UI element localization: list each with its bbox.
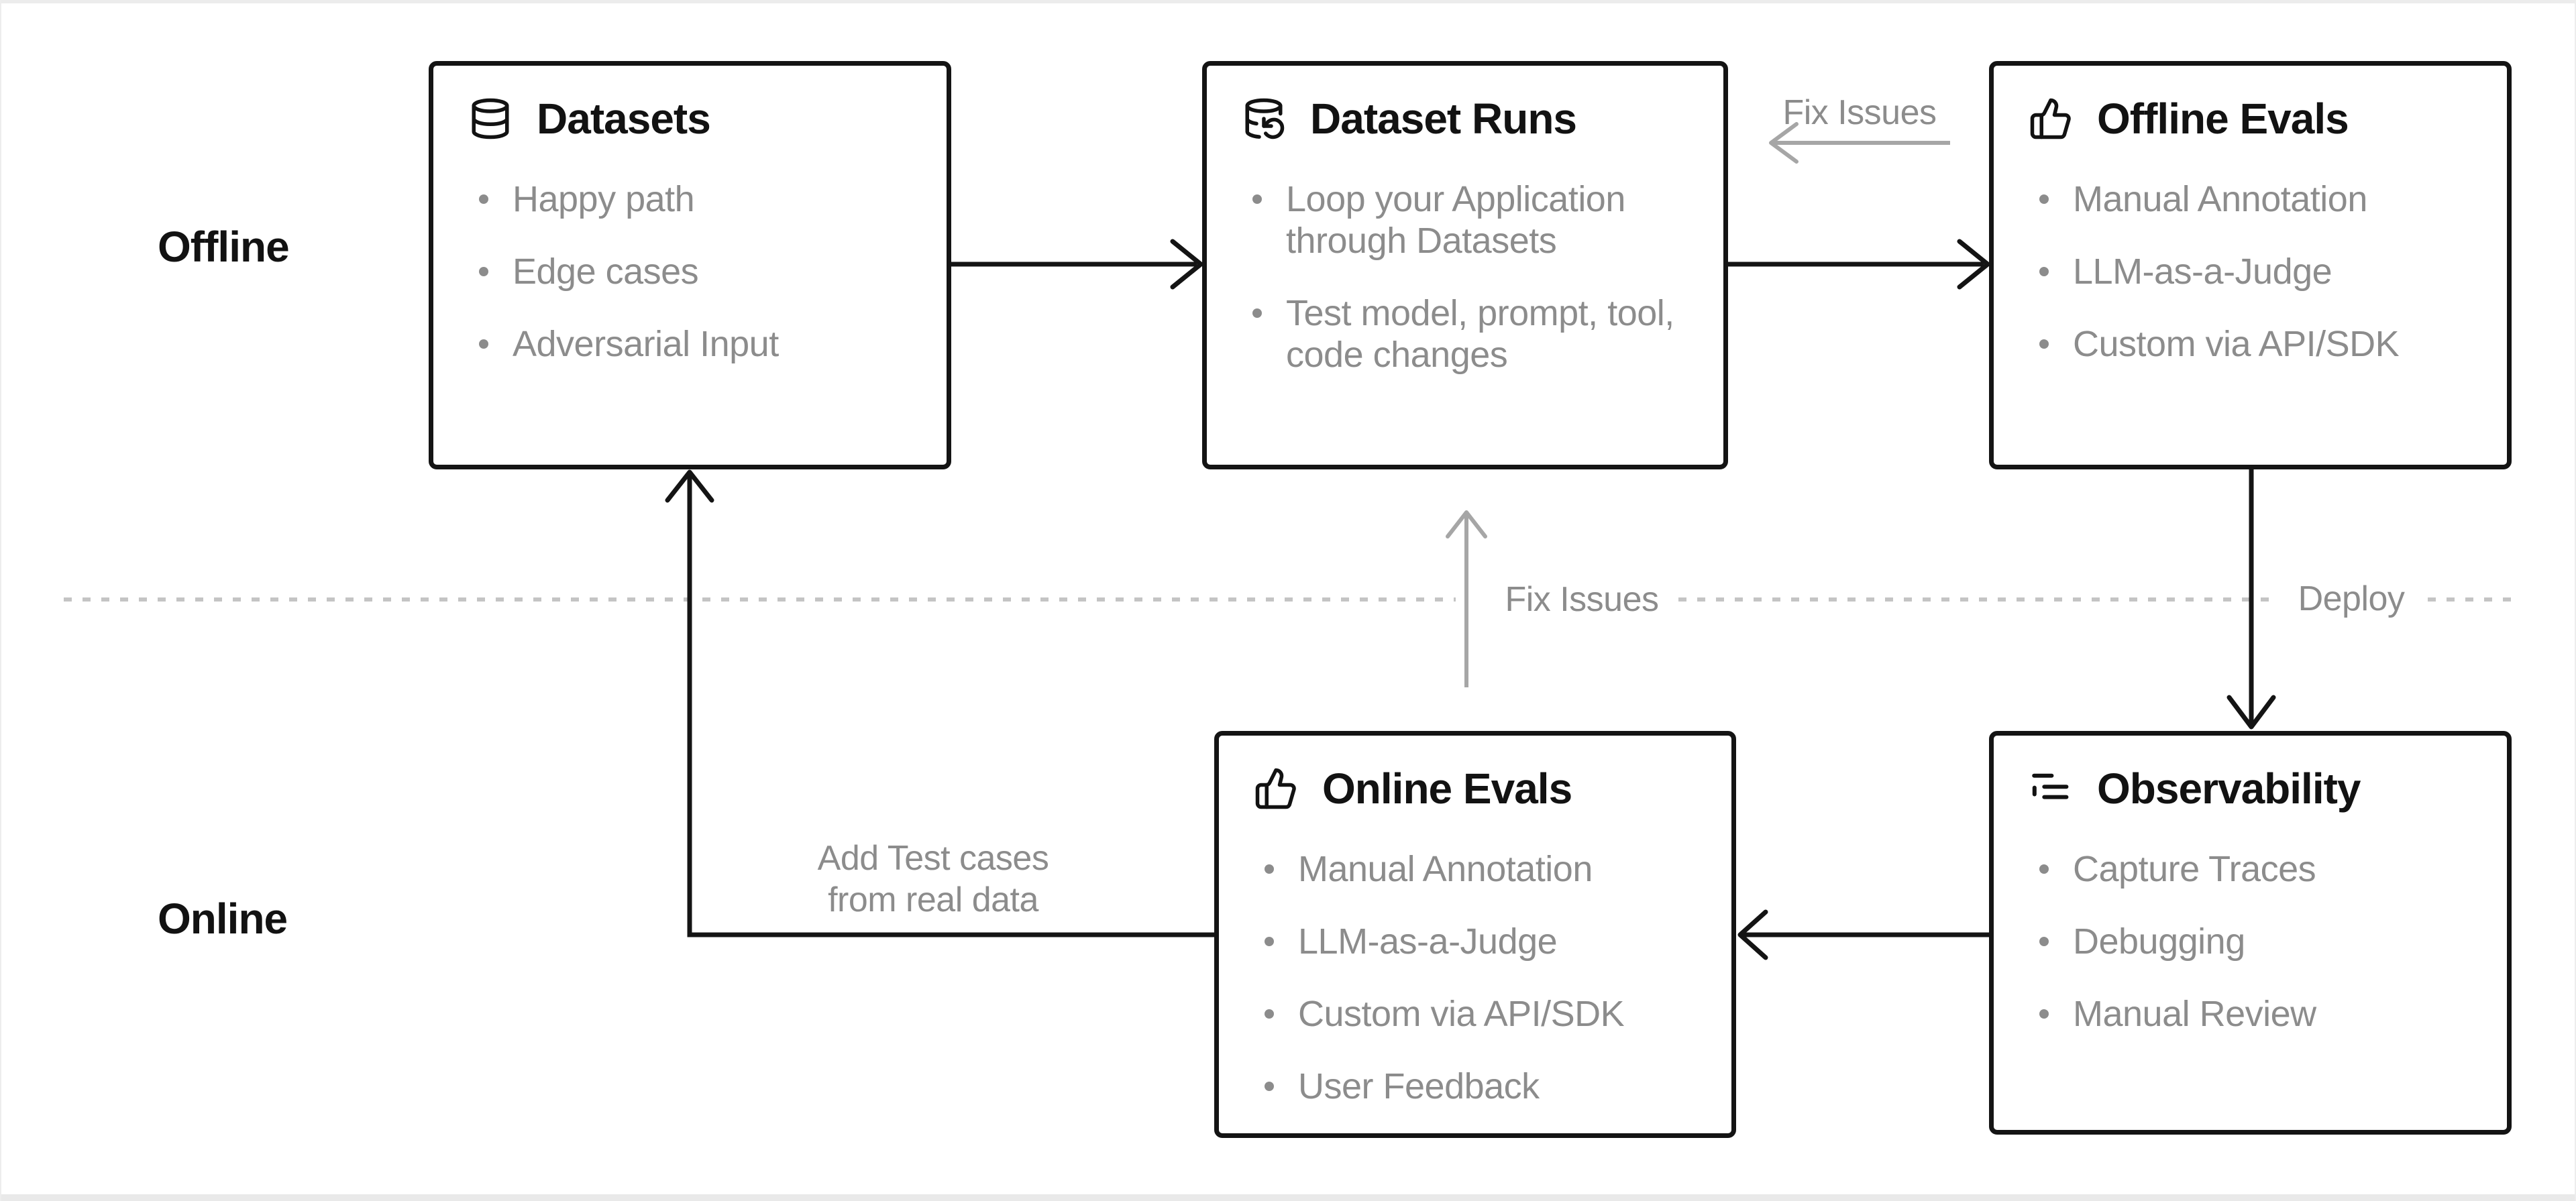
- node-title: Offline Evals: [2097, 95, 2349, 143]
- node-title: Online Evals: [1322, 764, 1572, 813]
- node-title: Datasets: [537, 95, 711, 143]
- trace-list-icon: [2029, 766, 2073, 811]
- node-dataset-runs-header: Dataset Runs: [1242, 94, 1703, 144]
- node-observability: Observability Capture Traces Debugging M…: [1989, 731, 2512, 1135]
- database-run-icon: [1242, 97, 1286, 141]
- arrow-dataset-runs-to-offline-evals: [1728, 239, 1990, 290]
- thumbs-up-icon: [1254, 766, 1298, 811]
- arrow-fix-issues-offline-evals-to-dataset-runs: [1769, 122, 1950, 164]
- edge-label-add-test-cases-line2: from real data: [828, 880, 1038, 919]
- bullet-item: Manual Annotation: [1254, 848, 1711, 890]
- bullet-item: Adversarial Input: [468, 323, 926, 365]
- node-offline-evals-header: Offline Evals: [2029, 94, 2487, 144]
- edge-label-fix-issues-middle: Fix Issues: [1505, 580, 1659, 619]
- node-bullet-list: Manual Annotation LLM-as-a-Judge Custom …: [1254, 848, 1711, 1107]
- arrow-fix-issues-online-evals-to-dataset-runs: [1446, 510, 1487, 687]
- thumbs-up-icon: [2029, 97, 2073, 141]
- edge-label-add-test-cases: Add Test cases from real data: [818, 838, 1049, 921]
- node-bullet-list: Manual Annotation LLM-as-a-Judge Custom …: [2029, 178, 2487, 365]
- bullet-item: Manual Annotation: [2029, 178, 2487, 220]
- node-dataset-runs: Dataset Runs Loop your Application throu…: [1202, 61, 1728, 469]
- arrow-datasets-to-dataset-runs: [951, 239, 1203, 290]
- page-bottom-edge: [1, 1194, 2575, 1201]
- bullet-item: LLM-as-a-Judge: [1254, 921, 1711, 962]
- bullet-item: Loop your Application through Datasets: [1242, 178, 1703, 262]
- node-datasets: Datasets Happy path Edge cases Adversari…: [429, 61, 951, 469]
- section-label-online: Online: [158, 895, 288, 943]
- bullet-item: Custom via API/SDK: [1254, 993, 1711, 1035]
- edge-label-add-test-cases-line1: Add Test cases: [817, 839, 1049, 878]
- edge-label-fix-issues-top: Fix Issues: [1782, 93, 1937, 132]
- node-datasets-header: Datasets: [468, 94, 926, 144]
- bullet-item: Manual Review: [2029, 993, 2487, 1035]
- node-bullet-list: Loop your Application through Datasets T…: [1242, 178, 1703, 376]
- arrow-observability-to-online-evals: [1737, 909, 1989, 960]
- node-online-evals: Online Evals Manual Annotation LLM-as-a-…: [1214, 731, 1736, 1138]
- page-top-edge: [1, 0, 2575, 3]
- bullet-item: LLM-as-a-Judge: [2029, 251, 2487, 292]
- bullet-item: Happy path: [468, 178, 926, 220]
- node-online-evals-header: Online Evals: [1254, 764, 1711, 813]
- node-title: Observability: [2097, 764, 2361, 813]
- edge-label-deploy: Deploy: [2298, 579, 2405, 618]
- node-title: Dataset Runs: [1310, 95, 1577, 143]
- bullet-item: User Feedback: [1254, 1066, 1711, 1107]
- database-icon: [468, 97, 513, 141]
- node-offline-evals: Offline Evals Manual Annotation LLM-as-a…: [1989, 61, 2512, 469]
- section-label-offline: Offline: [158, 223, 290, 271]
- bullet-item: Test model, prompt, tool, code changes: [1242, 292, 1703, 376]
- bullet-item: Custom via API/SDK: [2029, 323, 2487, 365]
- node-observability-header: Observability: [2029, 764, 2487, 813]
- bullet-item: Edge cases: [468, 251, 926, 292]
- bullet-item: Debugging: [2029, 921, 2487, 962]
- node-bullet-list: Capture Traces Debugging Manual Review: [2029, 848, 2487, 1035]
- bullet-item: Capture Traces: [2029, 848, 2487, 890]
- node-bullet-list: Happy path Edge cases Adversarial Input: [468, 178, 926, 365]
- arrow-online-evals-to-datasets: [665, 469, 1214, 937]
- arrow-deploy-offline-evals-to-observability: [2226, 469, 2276, 730]
